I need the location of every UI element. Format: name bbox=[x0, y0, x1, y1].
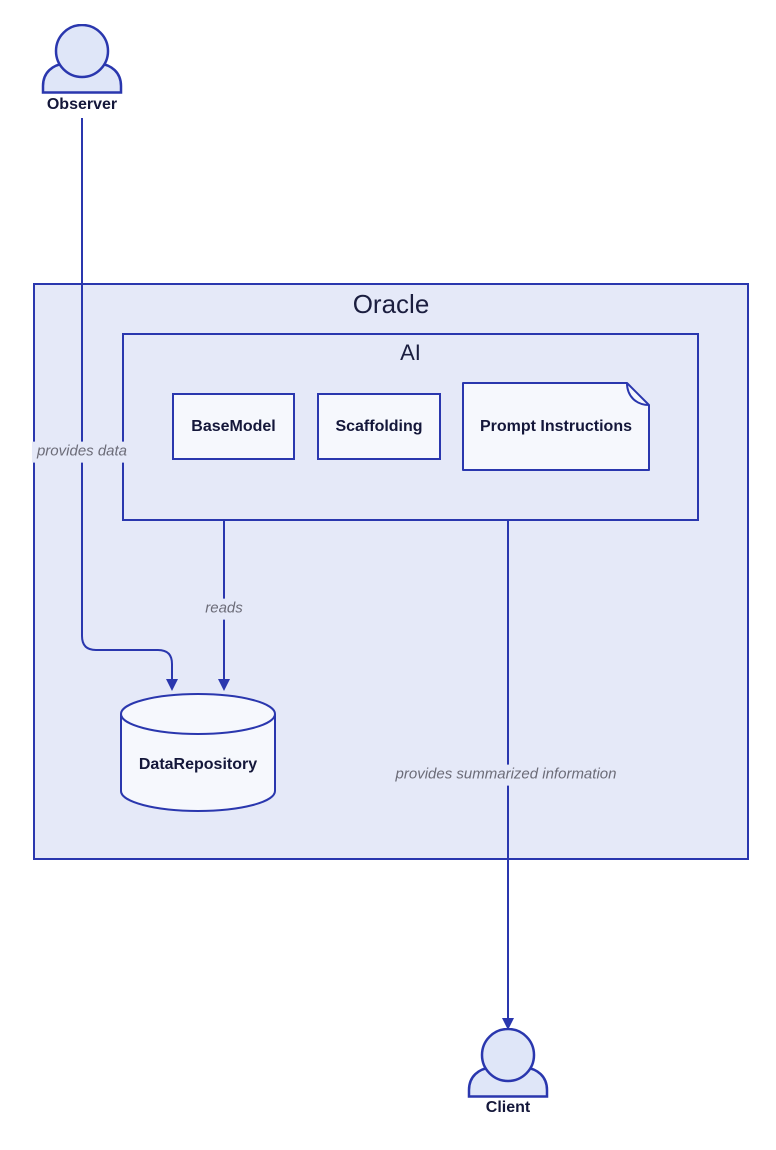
edge-label-provides-data: provides data bbox=[31, 441, 133, 463]
edge-label-provides-summarized-information: provides summarized information bbox=[390, 764, 622, 786]
actor-observer-label: Observer bbox=[46, 96, 118, 113]
node-prompt-instructions bbox=[462, 382, 650, 471]
node-prompt-instructions-label-box: Prompt Instructions bbox=[462, 382, 650, 471]
node-data-repository-label: DataRepository bbox=[138, 756, 258, 773]
node-prompt-instructions-label: Prompt Instructions bbox=[479, 417, 632, 435]
oracle-title: Oracle bbox=[352, 289, 430, 319]
node-scaffolding-label: Scaffolding bbox=[335, 417, 423, 435]
node-base-model: BaseModel bbox=[172, 393, 295, 460]
edge-label-reads: reads bbox=[200, 598, 248, 620]
person-icon bbox=[41, 24, 123, 94]
actor-client bbox=[466, 1028, 550, 1098]
ai-title: AI bbox=[400, 340, 421, 365]
person-icon bbox=[467, 1028, 549, 1098]
node-data-repository bbox=[119, 692, 277, 813]
cylinder-shape-icon bbox=[120, 693, 276, 812]
actor-client-label: Client bbox=[485, 1099, 531, 1116]
node-data-repository-label-box: DataRepository bbox=[119, 754, 277, 776]
node-scaffolding: Scaffolding bbox=[317, 393, 441, 460]
actor-observer bbox=[40, 24, 124, 94]
node-base-model-label: BaseModel bbox=[191, 417, 276, 435]
note-shape-icon bbox=[462, 382, 650, 471]
